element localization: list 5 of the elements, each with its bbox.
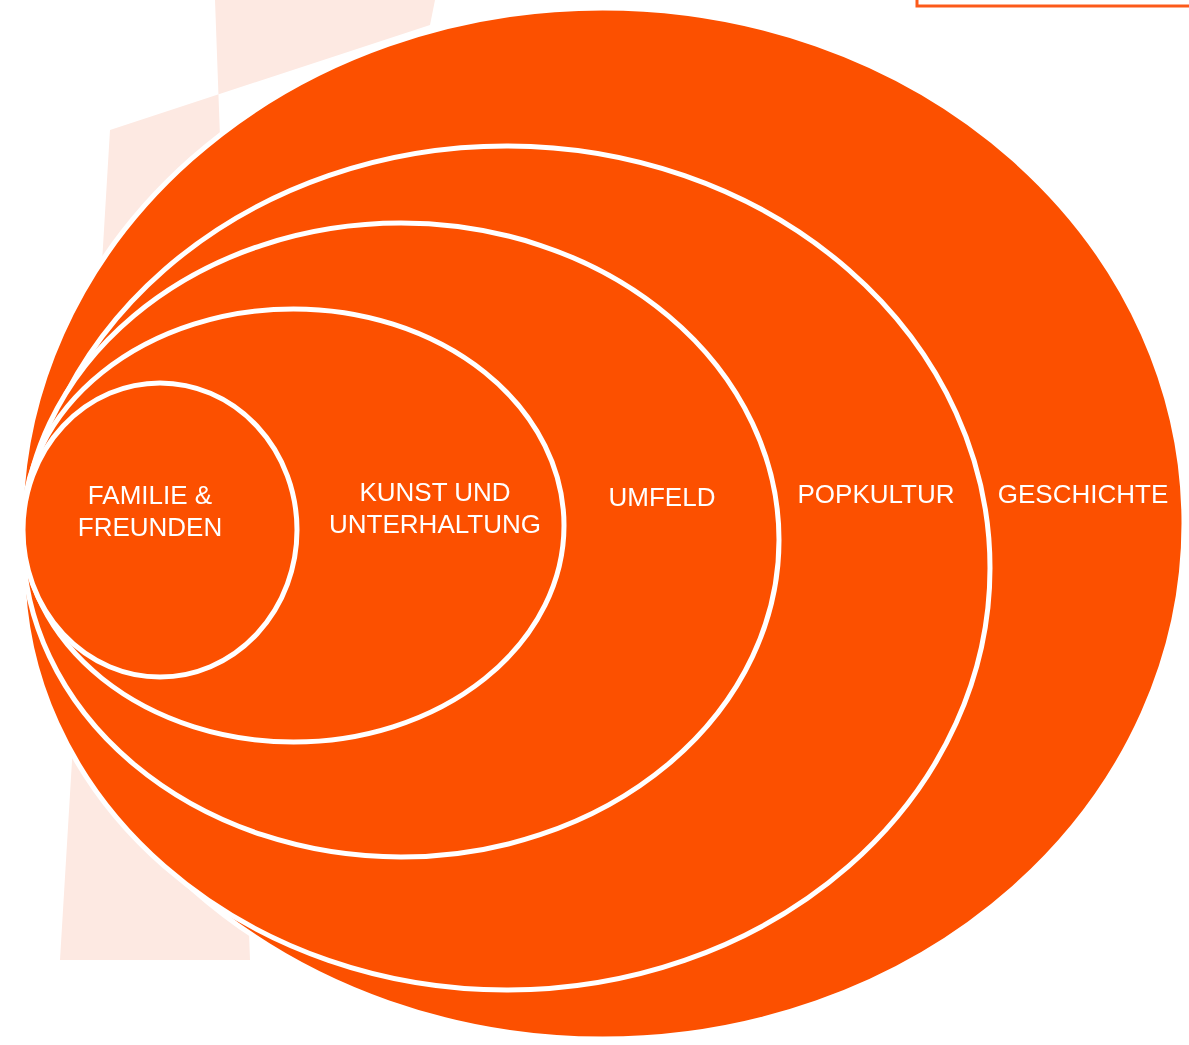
ring-label: UMFELD — [607, 481, 717, 513]
ring-label: FAMILIE & FREUNDEN — [76, 479, 224, 543]
ring-label: KUNST UND UNTERHALTUNG — [328, 476, 542, 540]
ring-label: POPKULTUR — [796, 478, 956, 510]
ring-label: GESCHICHTE — [996, 478, 1170, 510]
